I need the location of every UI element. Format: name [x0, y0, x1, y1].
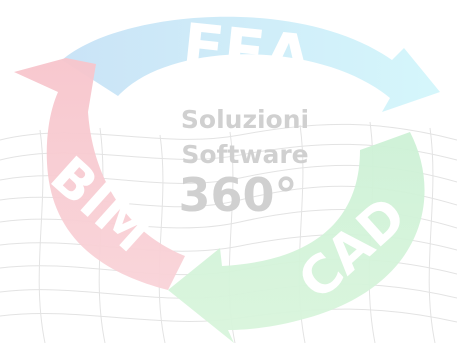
- center-line-1: Soluzioni: [181, 105, 309, 134]
- bim-arrow: [14, 58, 185, 290]
- center-line-3: 360°: [178, 168, 297, 222]
- cad-arrow: [168, 132, 425, 343]
- fea-label: FEA: [179, 11, 315, 94]
- fea-arrow: [62, 16, 440, 113]
- center-line-2: Software: [181, 140, 308, 169]
